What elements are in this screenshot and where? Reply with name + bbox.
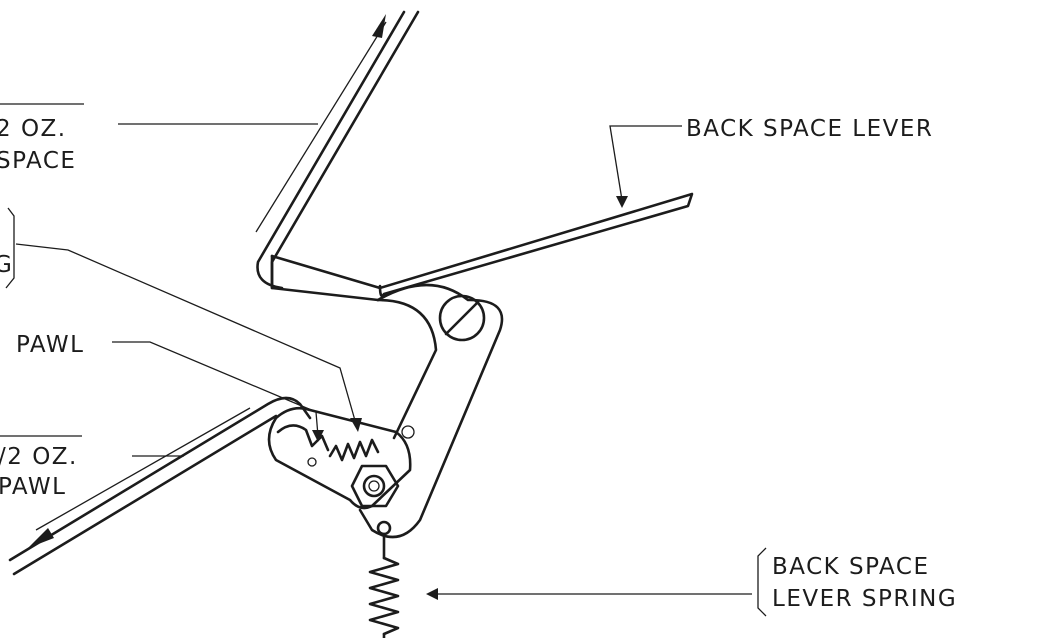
lever-bracket — [358, 283, 504, 539]
label-mid-left-partial: G — [0, 252, 13, 278]
label-top-left-weight: 2 OZ. — [0, 116, 67, 142]
hex-nut — [350, 464, 400, 508]
leader-pawl — [112, 341, 319, 437]
label-lower-left-part: PAWL — [0, 474, 66, 500]
pawl-assembly — [267, 406, 415, 536]
lower-gauge-bar — [8, 396, 312, 576]
leader-lines — [15, 123, 752, 600]
label-lower-left-weight: /2 OZ. — [0, 444, 78, 470]
pawl-pin — [401, 425, 415, 439]
lower-gauge-arrowhead — [28, 528, 54, 548]
lever-spring — [368, 532, 400, 638]
label-spring-line2: LEVER SPRING — [772, 586, 957, 612]
back-space-lever — [270, 192, 694, 302]
screw-slot — [444, 300, 480, 336]
label-spring-line1: BACK SPACE — [772, 554, 929, 580]
upper-gauge-arrowhead — [372, 14, 386, 38]
screw-head — [438, 294, 486, 342]
leader-spring-top — [15, 243, 357, 425]
label-back-space-lever: BACK SPACE LEVER — [686, 116, 933, 142]
upper-gauge-bar — [255, 10, 420, 290]
label-top-left-part: SPACE — [0, 148, 76, 174]
leader-back-space-lever — [609, 125, 682, 201]
label-brackets — [5, 207, 767, 617]
spring-anchor-hole — [376, 520, 392, 536]
label-pawl: PAWL — [16, 332, 84, 358]
